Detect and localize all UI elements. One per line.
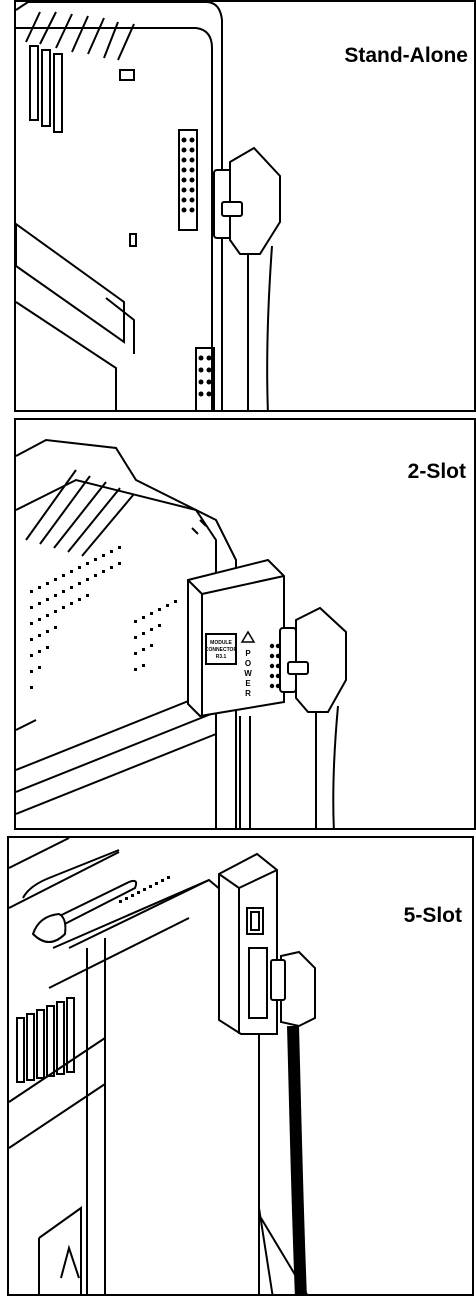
power-plug-icon [213, 146, 281, 255]
power-letter-e: E [245, 679, 251, 688]
five-slot-panel: 5-Slot [7, 836, 474, 1296]
five-slot-illustration [9, 838, 316, 1294]
power-plug-icon [279, 606, 347, 713]
two-slot-illustration: MODULE CONNECTOR R3.1 P O W E R [16, 438, 347, 828]
warning-triangle-icon [240, 630, 256, 643]
module-label-line1: MODULE [210, 640, 232, 646]
panel-label-5-slot: 5-Slot [403, 904, 462, 927]
two-slot-panel: MODULE CONNECTOR R3.1 P O W E R 2-Slot [14, 418, 476, 830]
power-letter-w: W [244, 669, 252, 678]
panel-label-2-slot: 2-Slot [407, 460, 466, 483]
power-letter-p: P [245, 649, 251, 658]
vent-holes [30, 546, 177, 689]
power-cable [247, 245, 273, 410]
vent-slots [119, 876, 170, 903]
power-letter-r: R [245, 689, 251, 698]
panel-label-stand-alone: Stand-Alone [344, 44, 468, 67]
stand-alone-panel: Stand-Alone [14, 0, 476, 412]
power-letter-o: O [245, 659, 251, 668]
connector-pins [181, 137, 212, 397]
power-cable [287, 1025, 307, 1294]
stand-alone-illustration [16, 2, 281, 410]
power-plug-icon [270, 950, 316, 1028]
module-label-line2: CONNECTOR [205, 647, 238, 653]
module-label-line3: R3.1 [216, 654, 227, 660]
power-cable [315, 705, 339, 828]
